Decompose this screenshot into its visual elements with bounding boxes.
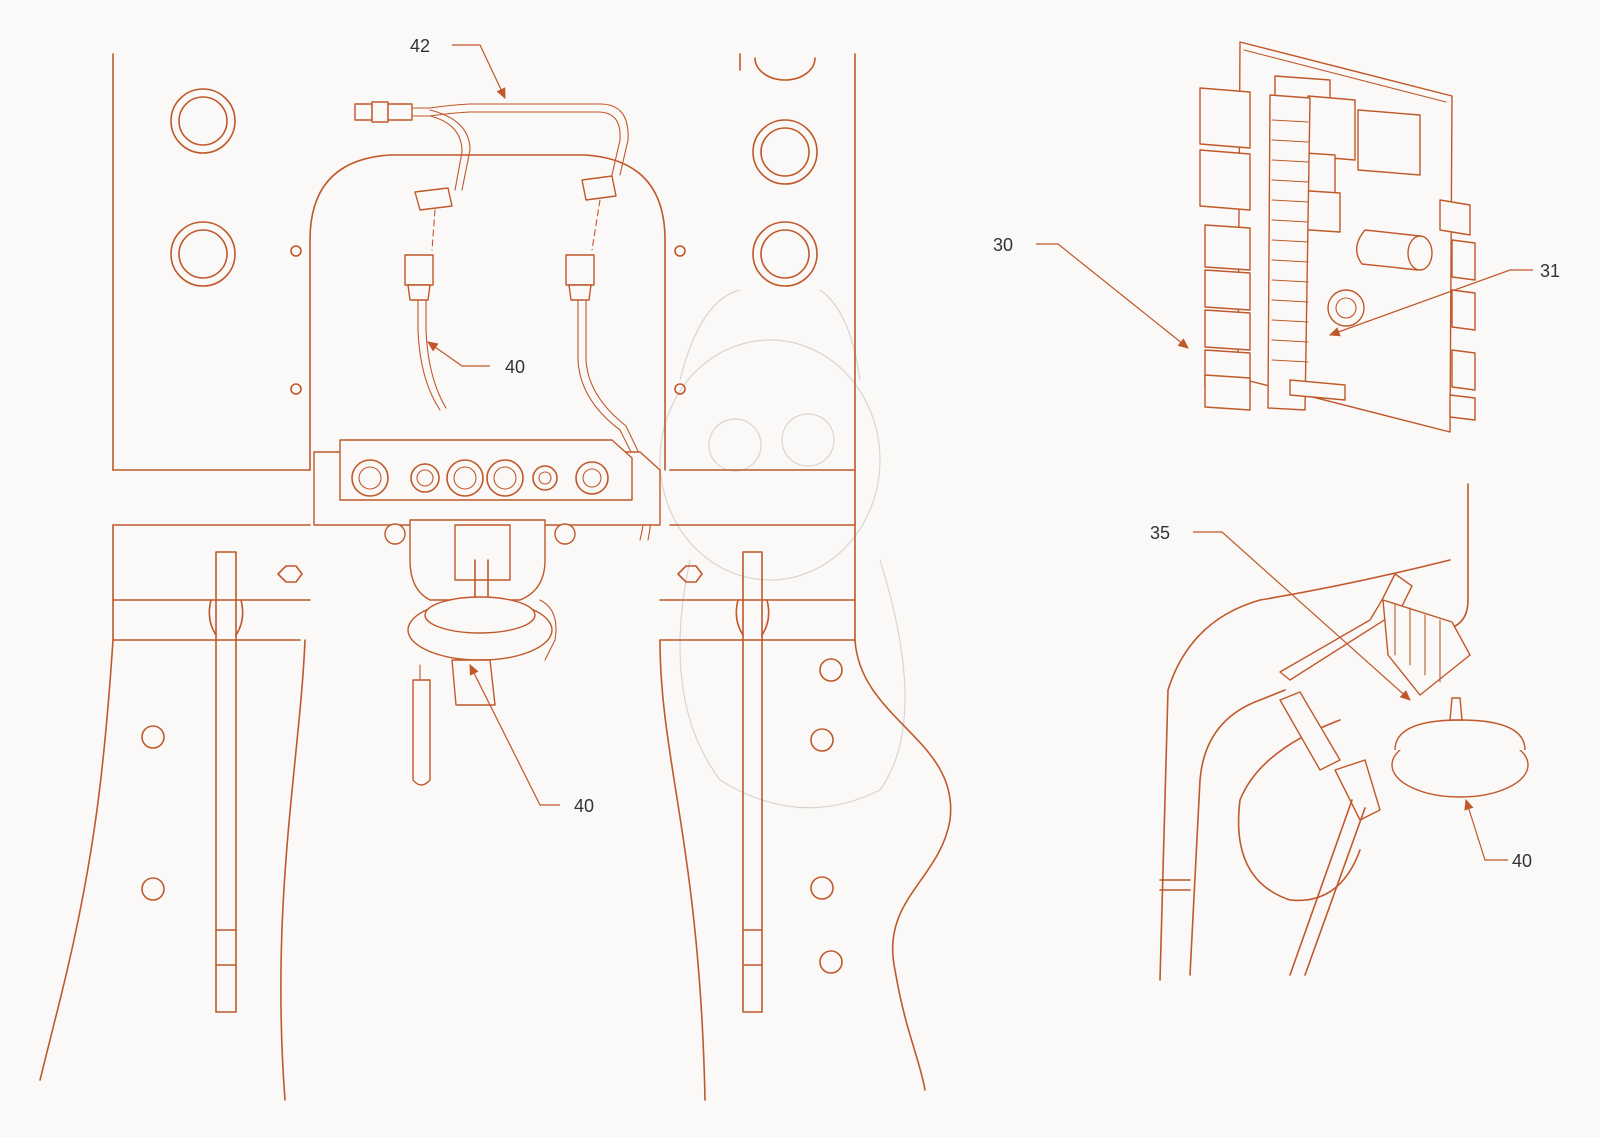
label-31: 31 xyxy=(1540,261,1560,281)
reference-labels: 42 40 40 30 31 35 40 xyxy=(410,36,1560,871)
main-frame-view xyxy=(39,53,952,1101)
label-40-side: 40 xyxy=(1512,851,1532,871)
relay-blocks xyxy=(1199,75,1421,411)
label-40-wire: 40 xyxy=(505,357,525,377)
round-connector xyxy=(1327,289,1365,327)
relay-board-view xyxy=(1199,41,1476,433)
leader-42 xyxy=(452,44,506,100)
leader-40-wire xyxy=(427,341,490,367)
leader-40-sensor xyxy=(469,663,560,806)
fuse-column xyxy=(1267,94,1311,411)
label-40-sensor: 40 xyxy=(574,796,594,816)
wire-harness xyxy=(354,101,653,541)
sensor-assembly xyxy=(313,439,661,786)
leader-31 xyxy=(1328,269,1533,337)
capacitor xyxy=(1356,229,1433,271)
bracket-side-view xyxy=(1159,483,1529,981)
label-42: 42 xyxy=(410,36,430,56)
label-35: 35 xyxy=(1150,523,1170,543)
leader-40-side xyxy=(1464,798,1508,861)
leader-35 xyxy=(1193,531,1411,701)
leader-30 xyxy=(1036,243,1189,349)
watermark-figure xyxy=(659,289,906,809)
leader-lines xyxy=(427,44,1533,861)
label-30: 30 xyxy=(993,235,1013,255)
